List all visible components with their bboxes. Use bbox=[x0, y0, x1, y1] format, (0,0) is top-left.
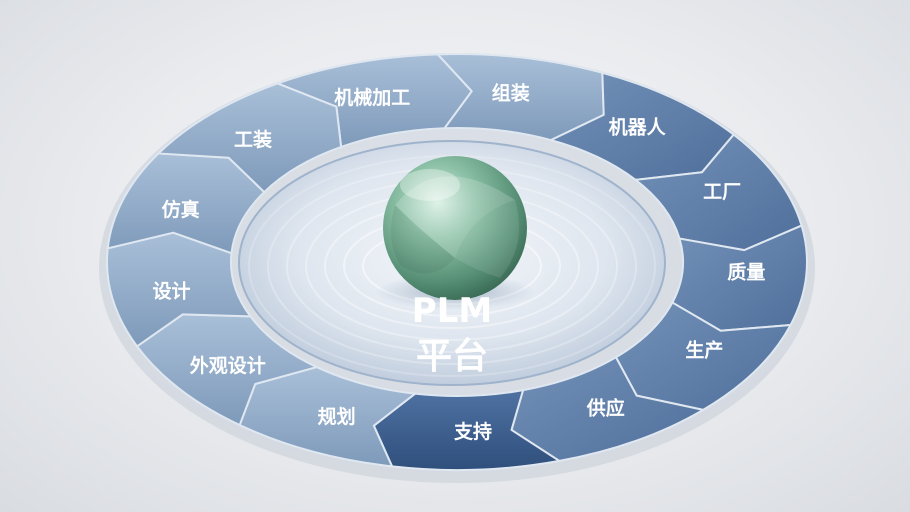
segment-label: 质量 bbox=[727, 262, 765, 284]
segment-label: 规划 bbox=[318, 405, 356, 428]
segment-label: 工厂 bbox=[703, 181, 741, 203]
ripple-ring bbox=[248, 155, 656, 377]
segment-label: 机器人 bbox=[609, 117, 667, 139]
center-subtitle: 平台 bbox=[416, 336, 488, 377]
center-title: PLM bbox=[412, 291, 492, 331]
segment-label: 设计 bbox=[152, 280, 190, 302]
segment-label: 组装 bbox=[492, 82, 530, 105]
ring-segment bbox=[157, 82, 343, 194]
segment-label: 支持 bbox=[453, 420, 492, 443]
segment-label: 工装 bbox=[234, 128, 272, 151]
segment-label: 生产 bbox=[685, 339, 723, 362]
segment-label: 供应 bbox=[586, 396, 625, 419]
segment-label: 外观设计 bbox=[190, 354, 266, 377]
segment-label: 机械加工 bbox=[334, 86, 410, 109]
segment-label: 仿真 bbox=[162, 198, 200, 221]
plm-sphere bbox=[383, 156, 527, 300]
